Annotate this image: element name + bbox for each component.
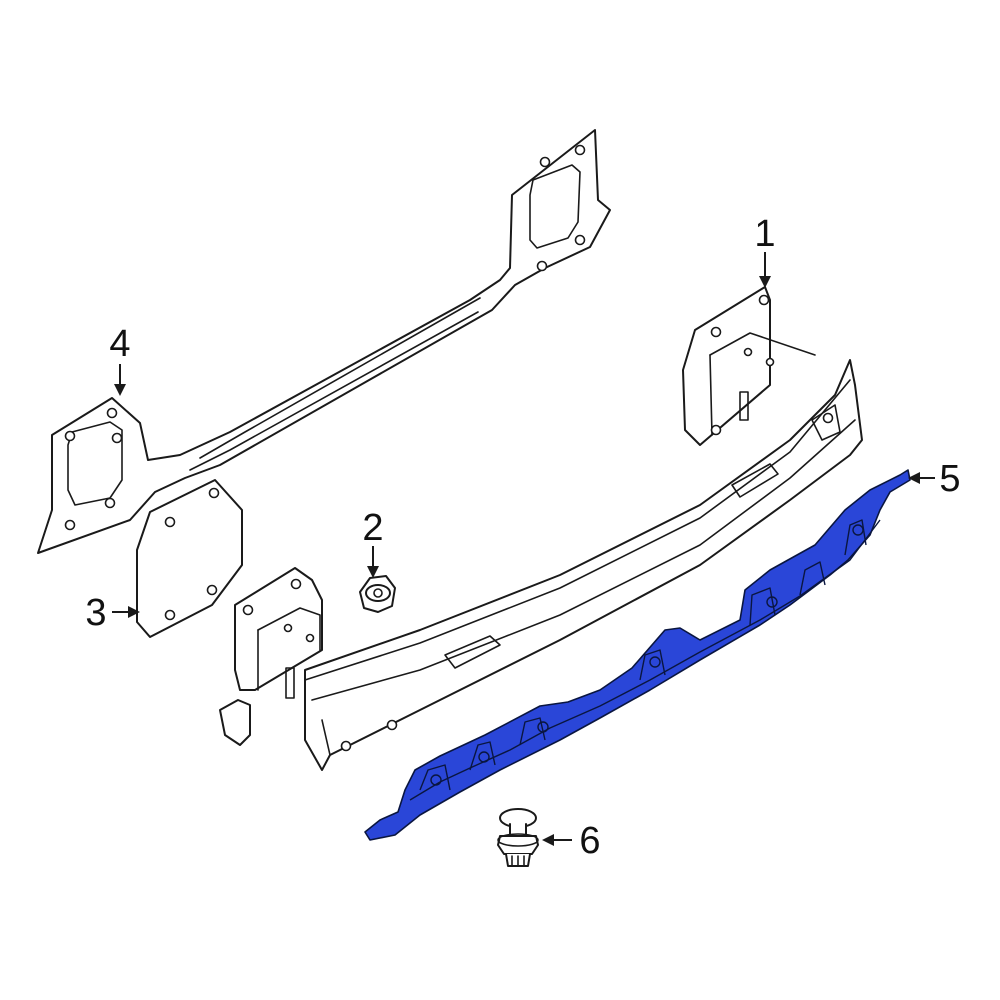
part-5-energy-absorber[interactable] — [364, 469, 911, 841]
callout-4: 4 — [109, 323, 130, 365]
part-3-plate[interactable] — [136, 479, 243, 638]
callout-2: 2 — [362, 507, 383, 549]
callout-3: 3 — [85, 592, 106, 634]
callout-5: 5 — [939, 458, 960, 500]
callout-arrows — [112, 252, 935, 846]
part-4-reinforcement-bar[interactable] — [37, 129, 611, 554]
part-1-impact-bar[interactable] — [219, 286, 863, 771]
part-6-push-clip[interactable] — [497, 808, 539, 867]
callout-1: 1 — [754, 213, 775, 255]
part-2-nut[interactable] — [359, 575, 396, 613]
callout-6: 6 — [579, 820, 600, 862]
